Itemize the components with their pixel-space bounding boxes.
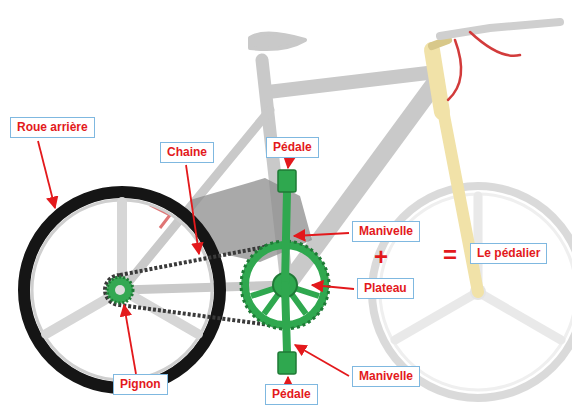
- part-name: Le pédalier: [477, 246, 540, 261]
- callout-box: Manivelle: [352, 221, 420, 242]
- operator-sign: +: [374, 245, 388, 269]
- callout-box: Le pédalier: [470, 243, 547, 264]
- callout-box: Manivelle: [352, 366, 420, 387]
- crankset: [278, 170, 296, 374]
- rear-sprocket: [107, 277, 133, 303]
- bike-frame: [122, 33, 436, 290]
- part-name: Manivelle: [359, 369, 413, 384]
- operator-sign: =: [443, 243, 457, 267]
- part-name: Pédale: [272, 387, 311, 402]
- part-name: Pédale: [273, 140, 312, 155]
- callout-box: Chaine: [160, 142, 214, 163]
- part-name: Manivelle: [359, 224, 413, 239]
- callout-box: Roue arrière: [10, 117, 95, 138]
- callout-box: Pédale: [265, 384, 318, 405]
- part-name: Roue arrière: [17, 120, 88, 135]
- part-name: Chaine: [167, 145, 207, 160]
- part-name: Plateau: [364, 281, 407, 296]
- callout-box: Pignon: [113, 374, 168, 395]
- callout-box: Pédale: [266, 137, 319, 158]
- rear-wheel: [24, 192, 220, 388]
- callout-box: Plateau: [357, 278, 414, 299]
- chain: [105, 243, 327, 327]
- leader-arrows: [38, 141, 354, 384]
- handlebar: [440, 22, 560, 100]
- part-name: Pignon: [120, 377, 161, 392]
